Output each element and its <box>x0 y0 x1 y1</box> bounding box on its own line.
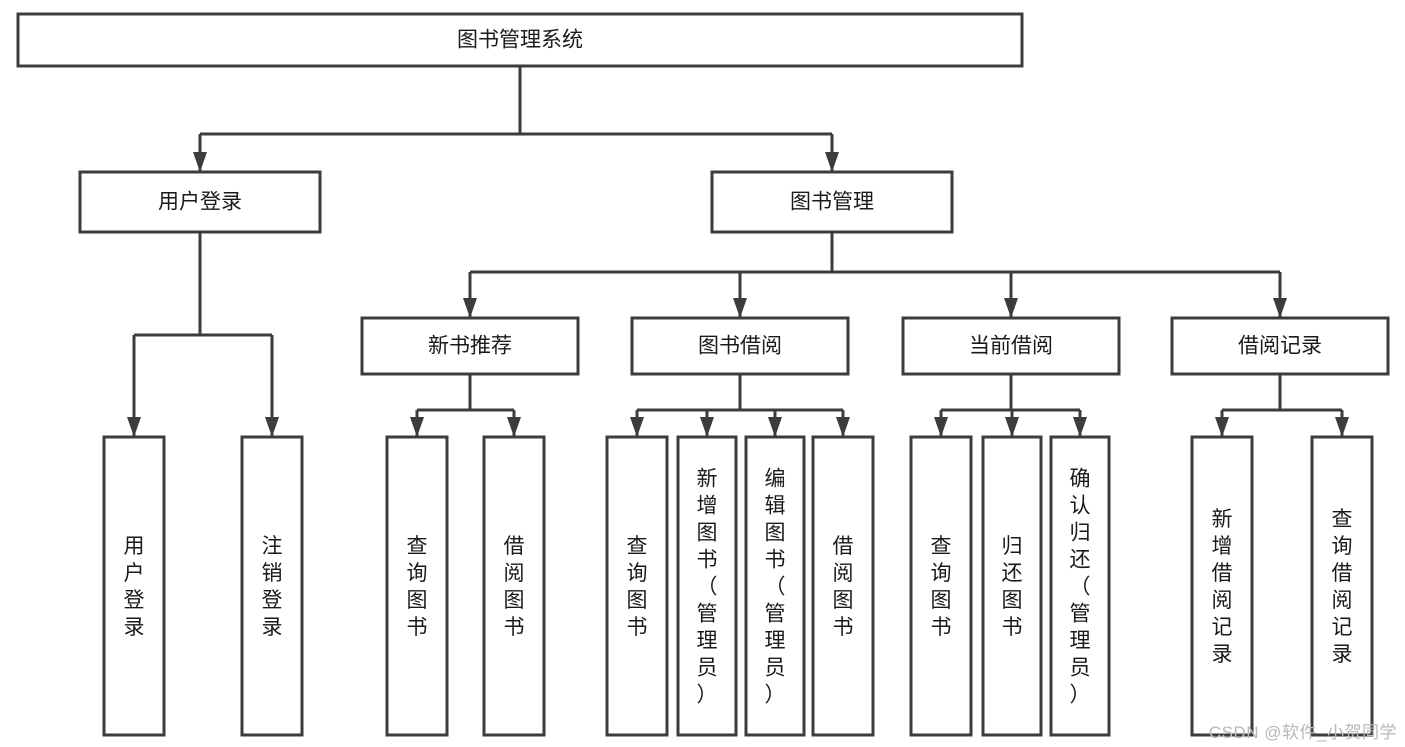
leaf-node-leaf-user-logout[interactable]: 注销登录 <box>240 435 304 737</box>
node-box[interactable] <box>676 435 738 737</box>
node-layer: 图书管理系统用户登录图书管理新书推荐图书借阅当前借阅借阅记录用户登录注销登录查询… <box>16 12 1390 737</box>
node-label: 归还图书 <box>1002 535 1023 639</box>
node-box[interactable] <box>240 435 304 737</box>
node-box[interactable] <box>811 435 875 737</box>
node-box[interactable] <box>1049 435 1111 737</box>
arrow-head-icon <box>1215 417 1229 437</box>
leaf-node-leaf-return-book[interactable]: 归还图书 <box>981 435 1043 737</box>
node-label: 当前借阅 <box>969 335 1053 358</box>
arrow-head-icon <box>507 417 521 437</box>
arrow-head-icon <box>1273 298 1287 318</box>
node-label: 用户登录 <box>158 191 242 214</box>
leaf-node-leaf-borrow-book-recommend[interactable]: 借阅图书 <box>482 435 546 737</box>
arrow-head-icon <box>630 417 644 437</box>
node-box[interactable] <box>385 435 449 737</box>
arrow-head-icon <box>1073 417 1087 437</box>
node-box[interactable] <box>605 435 669 737</box>
node-box[interactable] <box>1170 316 1390 376</box>
node-label: 确认归还（管理员） <box>1070 468 1091 707</box>
connector-layer <box>127 66 1349 437</box>
node-label: 图书借阅 <box>698 335 782 358</box>
level2-node-borrow-record[interactable]: 借阅记录 <box>1170 316 1390 376</box>
node-label: 借阅图书 <box>833 535 854 639</box>
arrow-head-icon <box>1335 417 1349 437</box>
arrow-head-icon <box>700 417 714 437</box>
node-label: 查询图书 <box>931 535 952 639</box>
level1-node-book-management[interactable]: 图书管理 <box>710 170 954 234</box>
node-box[interactable] <box>909 435 973 737</box>
node-box[interactable] <box>744 435 806 737</box>
node-label: 编辑图书（管理员） <box>765 468 786 707</box>
arrow-head-icon <box>410 417 424 437</box>
leaf-node-leaf-query-book-current[interactable]: 查询图书 <box>909 435 973 737</box>
node-label: 借阅记录 <box>1238 335 1322 358</box>
leaf-node-leaf-user-login[interactable]: 用户登录 <box>102 435 166 737</box>
arrow-head-icon <box>127 417 141 437</box>
arrow-head-icon <box>1005 417 1019 437</box>
arrow-head-icon <box>1004 298 1018 318</box>
leaf-node-leaf-query-book-borrow[interactable]: 查询图书 <box>605 435 669 737</box>
arrow-head-icon <box>934 417 948 437</box>
level2-node-current-borrow[interactable]: 当前借阅 <box>901 316 1121 376</box>
leaf-node-leaf-query-borrow-record[interactable]: 查询借阅记录 <box>1310 435 1374 737</box>
arrow-head-icon <box>733 298 747 318</box>
level2-node-new-book-recommend[interactable]: 新书推荐 <box>360 316 580 376</box>
level2-node-book-borrow[interactable]: 图书借阅 <box>630 316 850 376</box>
arrow-head-icon <box>768 417 782 437</box>
arrow-head-icon <box>836 417 850 437</box>
arrow-head-icon <box>825 152 839 172</box>
node-label: 图书管理 <box>790 191 874 214</box>
node-label: 查询图书 <box>627 535 648 639</box>
arrow-head-icon <box>193 152 207 172</box>
node-label: 用户登录 <box>124 535 145 639</box>
node-box[interactable] <box>630 316 850 376</box>
node-box[interactable] <box>78 170 322 234</box>
leaf-node-leaf-add-borrow-record[interactable]: 新增借阅记录 <box>1190 435 1254 737</box>
level1-node-user-login[interactable]: 用户登录 <box>78 170 322 234</box>
csdn-watermark: CSDN @软件_小贺同学 <box>1208 723 1397 742</box>
node-label: 图书管理系统 <box>457 29 583 52</box>
node-box[interactable] <box>1190 435 1254 737</box>
node-box[interactable] <box>1310 435 1374 737</box>
node-box[interactable] <box>102 435 166 737</box>
node-box[interactable] <box>981 435 1043 737</box>
leaf-node-leaf-edit-book-admin[interactable]: 编辑图书（管理员） <box>744 435 806 737</box>
leaf-node-leaf-query-book-recommend[interactable]: 查询图书 <box>385 435 449 737</box>
leaf-node-leaf-confirm-return-admin[interactable]: 确认归还（管理员） <box>1049 435 1111 737</box>
node-box[interactable] <box>901 316 1121 376</box>
node-label: 查询图书 <box>407 535 428 639</box>
node-box[interactable] <box>16 12 1024 68</box>
node-box[interactable] <box>482 435 546 737</box>
node-label: 新增借阅记录 <box>1212 508 1233 666</box>
leaf-node-leaf-add-book-admin[interactable]: 新增图书（管理员） <box>676 435 738 737</box>
node-label: 借阅图书 <box>504 535 525 639</box>
node-label: 注销登录 <box>262 535 283 639</box>
leaf-node-leaf-borrow-book[interactable]: 借阅图书 <box>811 435 875 737</box>
node-label: 新书推荐 <box>428 335 512 358</box>
node-box[interactable] <box>360 316 580 376</box>
arrow-head-icon <box>463 298 477 318</box>
node-label: 新增图书（管理员） <box>697 468 718 707</box>
arrow-head-icon <box>265 417 279 437</box>
node-label: 查询借阅记录 <box>1332 508 1353 666</box>
node-box[interactable] <box>710 170 954 234</box>
root-node-root[interactable]: 图书管理系统 <box>16 12 1024 68</box>
